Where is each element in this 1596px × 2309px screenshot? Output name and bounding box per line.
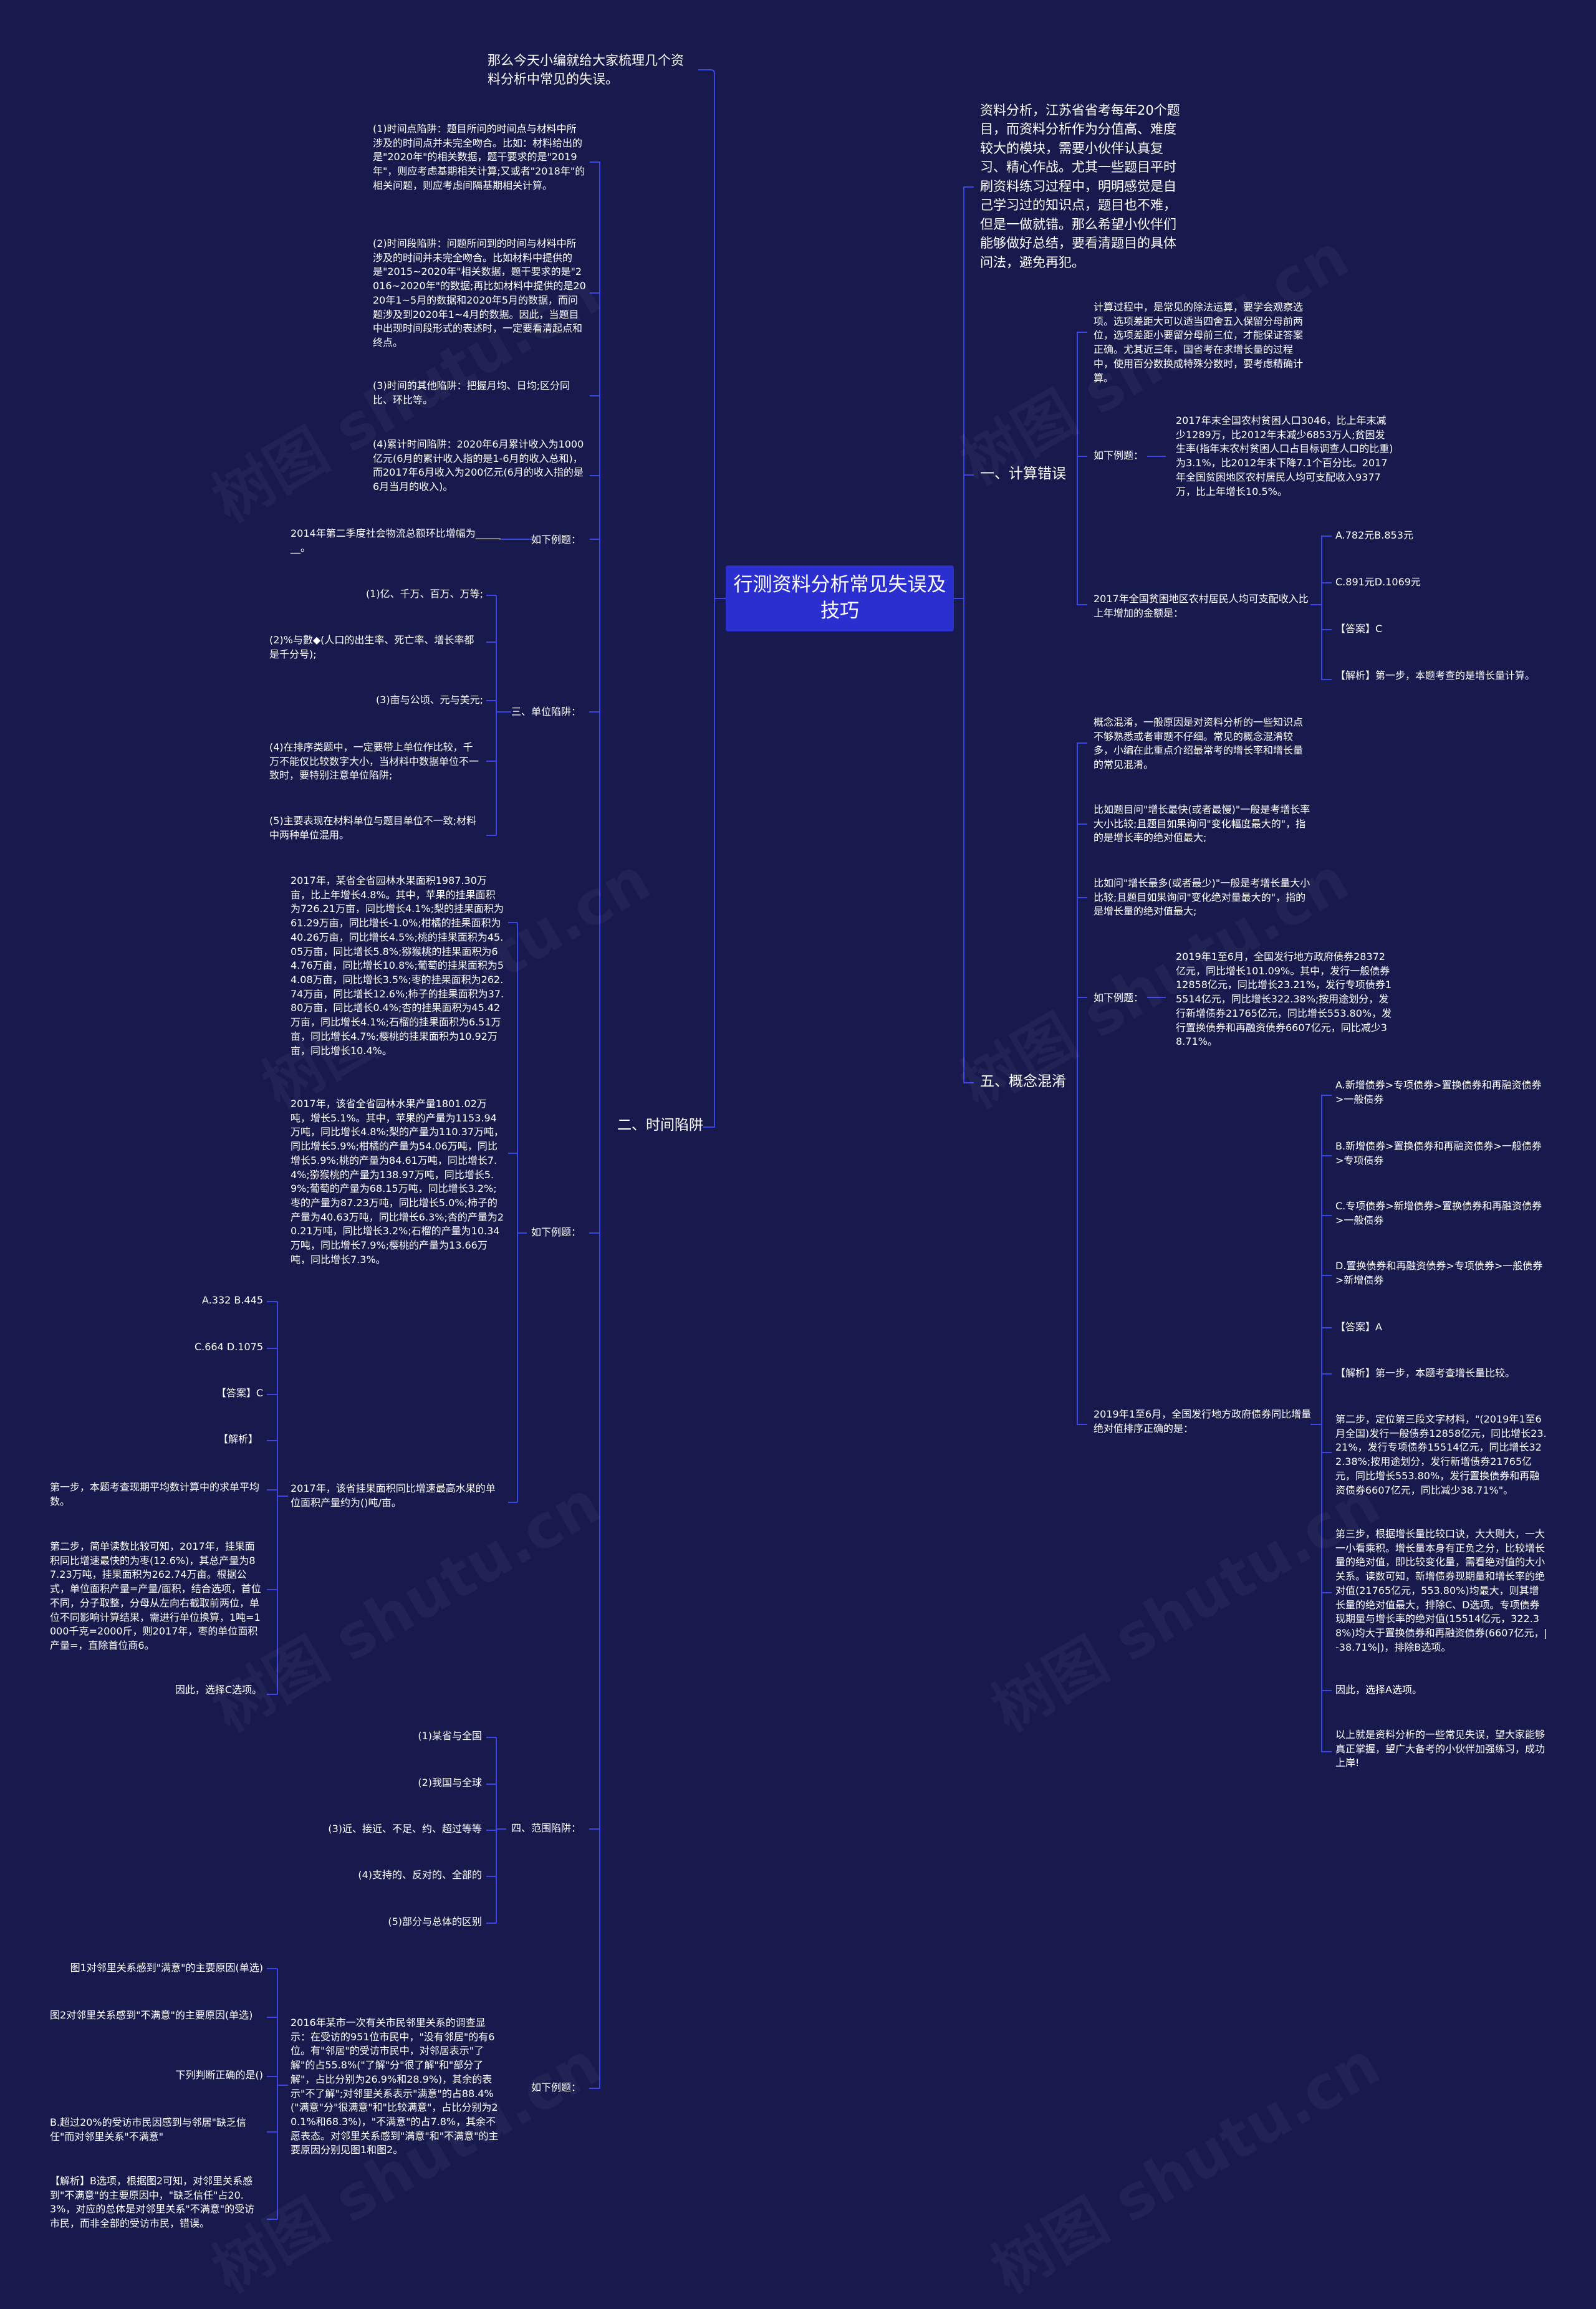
intro-left[interactable]: 那么今天小编就给大家梳理几个资料分析中常见的失误。 [488, 53, 684, 87]
fruit-conclusion[interactable]: 因此，选择C选项。 [175, 1684, 262, 1696]
concept-closing[interactable]: 以上就是资料分析的一些常见失误，望大家能够真正掌握，望广大备考的小伙伴加强练习，… [1335, 1729, 1546, 1769]
concept-amount[interactable]: 比如问"增长最多(或者最少)"一般是考增长量大小比较;且题目如果询问"变化绝对量… [1094, 877, 1310, 918]
unit-item-2[interactable]: (2)%与數◆(人口的出生率、死亡率、增长率都是千分号); [269, 634, 474, 660]
neighbor-fig-1[interactable]: 图1对邻里关系感到"满意"的主要原因(单选) [70, 1962, 263, 1974]
branch-calc[interactable]: 一、计算错误 [980, 466, 1066, 482]
edge-root-intro-right [963, 186, 974, 475]
time-span-trap[interactable]: (2)时间段陷阱：问题所问到的时间与材料中所涉及的时间并未完全吻合。比如材料中提… [373, 238, 586, 349]
concept-option-c[interactable]: C.专项债券>新增债券>置换债券和再融资债券>一般债券 [1335, 1200, 1542, 1226]
branch-time[interactable]: 二、时间陷阱 [617, 1117, 703, 1133]
calc-example[interactable]: 2017年末全国农村贫困人口3046，比上年末减少1289万，比2012年末减少… [1176, 415, 1393, 497]
edge-time-spine [590, 161, 600, 1127]
edge-concept-spine [1077, 742, 1087, 1083]
concept-option-a[interactable]: A.新增债券>专项债券>置换债券和再融资债券>一般债券 [1335, 1079, 1542, 1105]
time-example-question[interactable]: 2014年第二季度社会物流总额环比增幅为_______。 [291, 527, 501, 554]
neighbor-fig-2[interactable]: 图2对邻里关系感到"不满意"的主要原因(单选) [50, 2009, 253, 2021]
edge-root-right-down [963, 598, 974, 1083]
calc-desc[interactable]: 计算过程中，是常见的除法运算，要学会观察选项。选项差距大可以适当四舍五入保留分母… [1094, 301, 1304, 384]
intro-right[interactable]: 资料分析，江苏省省考每年20个题目，而资料分析作为分值高、难度较大的模块，需要小… [980, 103, 1180, 270]
range-item-4[interactable]: (4)支持的、反对的、全部的 [358, 1869, 482, 1881]
fruit-option-cd[interactable]: C.664 D.1075 [194, 1341, 263, 1353]
neighbor-analysis[interactable]: 【解析】B选项，根据图2可知，对邻里关系感到"不满意"的主要原因中，"缺乏信任"… [50, 2175, 255, 2230]
fruit-output-material[interactable]: 2017年，该省全省园林水果产量1801.02万吨，增长5.1%。其中，苹果的产… [291, 1098, 504, 1265]
fruit-step-2[interactable]: 第二步，简单读数比较可知，2017年，挂果面积同比增速最快的为枣(12.6%)，… [50, 1540, 261, 1652]
concept-answer[interactable]: 【答案】A [1335, 1321, 1382, 1333]
calc-option-cd[interactable]: C.891元D.1069元 [1335, 576, 1421, 588]
calc-question[interactable]: 2017年全国贫困地区农村居民人均可支配收入比上年增加的金额是： [1094, 593, 1309, 619]
unit-item-3[interactable]: (3)亩与公顷、元与美元; [375, 694, 483, 706]
calc-option-ab[interactable]: A.782元B.853元 [1335, 529, 1413, 541]
concept-step-2[interactable]: 第二步，定位第三段文字材料，"(2019年1至6月全国)发行一般债券12858亿… [1335, 1413, 1547, 1496]
fruit-step-1[interactable]: 第一步，本题考查现期平均数计算中的求单平均数。 [50, 1481, 260, 1507]
fruit-analysis[interactable]: 【解析】 [218, 1433, 258, 1445]
concept-question[interactable]: 2019年1至6月，全国发行地方政府债券同比增量绝对值排序正确的是： [1094, 1408, 1312, 1434]
edge-root-right [954, 474, 974, 599]
fruit-question[interactable]: 2017年，该省挂果面积同比增速最高水果的单位面积产量约为()吨/亩。 [291, 1482, 496, 1509]
neighbor-option-b[interactable]: B.超过20%的受访市民因感到与邻居"缺乏信任"而对邻里关系"不满意" [50, 2116, 246, 2143]
branch-unit[interactable]: 三、单位陷阱： [511, 706, 582, 718]
concept-rate[interactable]: 比如题目问"增长最快(或者最慢)"一般是考增长率大小比较;且题目如果询问"变化幅… [1094, 804, 1310, 844]
concept-analysis[interactable]: 【解析】第一步，本题考查增长量比较。 [1335, 1367, 1516, 1379]
calc-example-label[interactable]: 如下例题： [1094, 449, 1144, 461]
concept-step-3[interactable]: 第三步，根据增长量比较口诀，大大则大，一大一小看乘积。增长量本身有正负之分，比较… [1335, 1528, 1547, 1653]
concept-desc[interactable]: 概念混淆，一般原因是对资料分析的一些知识点不够熟悉或者审题不仔细。常见的概念混淆… [1094, 716, 1304, 771]
example-label-3[interactable]: 如下例题： [531, 2081, 582, 2093]
concept-example-label[interactable]: 如下例题： [1094, 992, 1144, 1004]
neighbor-judge[interactable]: 下列判断正确的是() [175, 2069, 264, 2081]
neighbor-material[interactable]: 2016年某市一次有关市民邻里关系的调查显示：在受访的951位市民中，"没有邻居… [291, 2017, 499, 2156]
time-cumulative-trap[interactable]: (4)累计时间陷阱：2020年6月累计收入为1000亿元(6月的累计收入指的是1… [373, 438, 584, 493]
fruit-area-material[interactable]: 2017年，某省全省园林水果面积1987.30万亩，比上年增长4.8%。其中，苹… [291, 875, 504, 1057]
range-item-3[interactable]: (3)近、接近、不足、约、超过等等 [328, 1823, 482, 1835]
fruit-option-ab[interactable]: A.332 B.445 [202, 1294, 263, 1306]
range-item-2[interactable]: (2)我国与全球 [418, 1777, 482, 1788]
edge-calc-spine [1077, 332, 1087, 475]
unit-item-4[interactable]: (4)在排序类题中，一定要带上单位作比较，千万不能仅比较数字大小，当材料中数据单… [269, 741, 479, 782]
concept-example[interactable]: 2019年1至6月，全国发行地方政府债券28372亿元，同比增长101.09%。… [1176, 951, 1392, 1048]
branch-range[interactable]: 四、范围陷阱： [511, 1822, 582, 1834]
edge-root-left [698, 69, 726, 599]
root-topic[interactable]: 行测资料分析常见失误及技巧 [726, 565, 954, 631]
calc-answer[interactable]: 【答案】C [1335, 623, 1383, 635]
unit-item-5[interactable]: (5)主要表现在材料单位与题目单位不一致;材料中两种单位混用。 [269, 815, 477, 841]
fruit-answer[interactable]: 【答案】C [216, 1387, 263, 1399]
concept-option-d[interactable]: D.置换债券和再融资债券>专项债券>一般债券>新增债券 [1335, 1260, 1543, 1286]
edge-root-left-down [703, 598, 715, 1128]
branch-concept[interactable]: 五、概念混淆 [980, 1073, 1066, 1090]
time-other-trap[interactable]: (3)时间的其他陷阱：把握月均、日均;区分同比、环比等。 [373, 380, 570, 406]
concept-conclusion[interactable]: 因此，选择A选项。 [1335, 1684, 1422, 1696]
range-item-5[interactable]: (5)部分与总体的区别 [388, 1916, 482, 1927]
unit-item-1[interactable]: (1)亿、千万、百万、万等; [365, 588, 483, 600]
calc-analysis[interactable]: 【解析】第一步，本题考查的是增长量计算。 [1335, 670, 1536, 681]
time-example-label[interactable]: 如下例题： [531, 534, 582, 545]
concept-option-b[interactable]: B.新增债券>置换债券和再融资债券>一般债券>专项债券 [1335, 1140, 1542, 1166]
range-item-1[interactable]: (1)某省与全国 [418, 1730, 482, 1742]
time-point-trap[interactable]: (1)时间点陷阱：题目所问的时间点与材料中所涉及的时间点并未完全吻合。比如：材料… [373, 123, 585, 191]
example-label-2[interactable]: 如下例题： [531, 1226, 582, 1238]
